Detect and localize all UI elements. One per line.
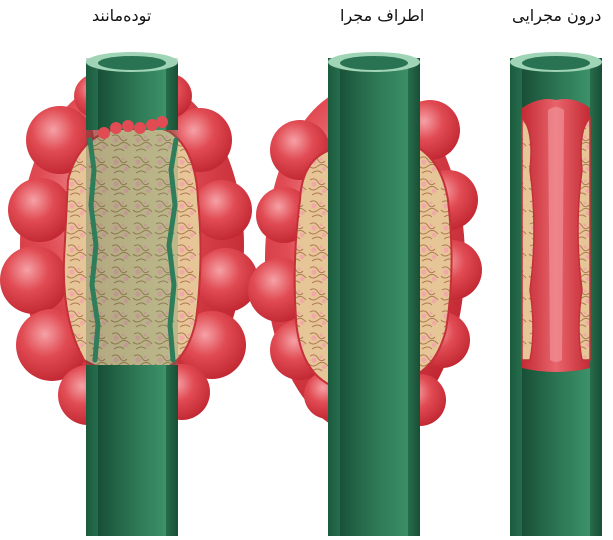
mass-like-duct-lumen-lower bbox=[98, 365, 166, 536]
mass-like-duct-lumen-upper bbox=[98, 62, 166, 130]
intraductal-lumen-highlight bbox=[548, 107, 564, 362]
periductal-duct-lumen bbox=[340, 62, 408, 536]
mass-like-tumor-group bbox=[0, 52, 258, 536]
intraductal-group bbox=[510, 52, 602, 536]
periductal-tumor-group bbox=[248, 52, 482, 536]
